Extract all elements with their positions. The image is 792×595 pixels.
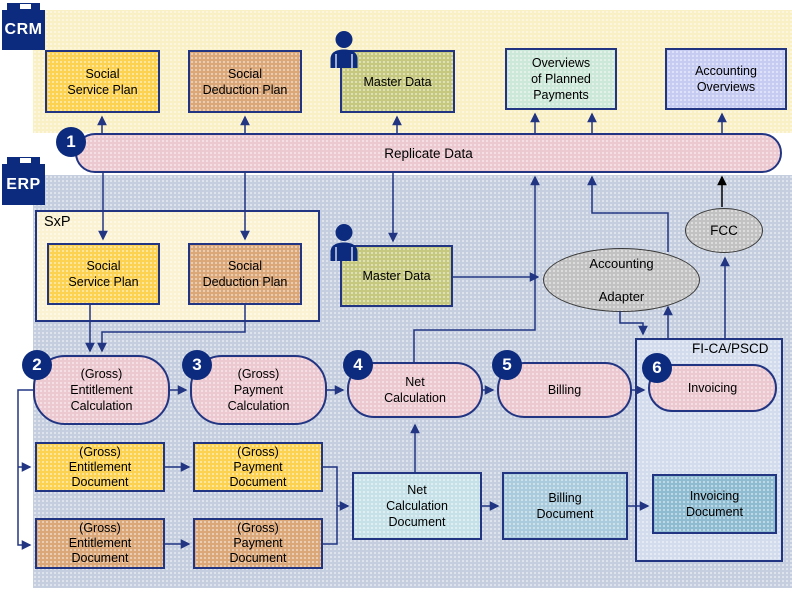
- crm-system-tag: CRM: [2, 10, 45, 50]
- crm-master-data-box: Master Data: [340, 50, 455, 113]
- step-badge-1: 1: [56, 127, 86, 157]
- erp-social-deduction-plan-label: Social Deduction Plan: [202, 259, 288, 289]
- person-icon: [330, 224, 358, 261]
- doc-gross-entitlement-2-label: (Gross) Entitlement Document: [68, 521, 132, 565]
- erp-social-service-plan-box: Social Service Plan: [47, 243, 160, 305]
- accounting-adapter-ellipse: Accounting Adapter: [543, 248, 700, 312]
- step-2-number: 2: [32, 355, 42, 374]
- crm-social-deduction-plan-label: Social Deduction Plan: [202, 66, 288, 97]
- person-icon: [330, 31, 358, 68]
- invoicing-label: Invoicing: [687, 381, 738, 395]
- doc-billing: Billing Document: [502, 472, 628, 540]
- crm-tag-label: CRM: [4, 21, 43, 38]
- crm-overviews-planned-payments-label: Overviews of Planned Payments: [531, 56, 591, 102]
- doc-gross-payment-2: (Gross) Payment Document: [193, 518, 323, 569]
- doc-net-calculation-label: Net Calculation Document: [386, 483, 448, 529]
- crm-social-deduction-plan-box: Social Deduction Plan: [188, 50, 302, 113]
- erp-system-tag: ERP: [2, 164, 45, 205]
- crm-overviews-planned-payments-box: Overviews of Planned Payments: [505, 48, 617, 110]
- erp-social-service-plan-label: Social Service Plan: [68, 259, 139, 289]
- doc-invoicing: Invoicing Document: [652, 474, 777, 534]
- accounting-adapter-line1: Accounting: [589, 256, 654, 271]
- accounting-adapter-line2: Adapter: [598, 289, 645, 304]
- entitlement-calculation-label: (Gross) Entitlement Calculation: [70, 367, 133, 413]
- payment-calculation-label: (Gross) Payment Calculation: [227, 367, 290, 413]
- crm-social-service-plan-box: Social Service Plan: [45, 50, 160, 113]
- doc-gross-payment-1-label: (Gross) Payment Document: [229, 444, 287, 489]
- step-6-number: 6: [652, 358, 662, 377]
- doc-net-calculation: Net Calculation Document: [352, 472, 482, 540]
- fica-pscd-label: FI-CA/PSCD: [692, 341, 769, 356]
- step-entitlement-calculation: (Gross) Entitlement Calculation: [33, 355, 170, 425]
- billing-label: Billing: [547, 383, 582, 397]
- replicate-data-bar: Replicate Data: [75, 133, 782, 173]
- crm-social-service-plan-label: Social Service Plan: [67, 66, 138, 97]
- step-payment-calculation: (Gross) Payment Calculation: [190, 355, 327, 425]
- doc-billing-label: Billing Document: [536, 491, 594, 521]
- step-badge-3: 3: [182, 350, 212, 380]
- fcc-label: FCC: [710, 223, 738, 238]
- net-calculation-label: Net Calculation: [384, 375, 446, 405]
- erp-master-data-label: Master Data: [362, 269, 431, 283]
- erp-social-deduction-plan-box: Social Deduction Plan: [188, 243, 302, 305]
- fcc-ellipse: FCC: [685, 208, 763, 253]
- erp-tag-label: ERP: [6, 175, 41, 193]
- doc-gross-payment-1: (Gross) Payment Document: [193, 442, 323, 492]
- step-4-number: 4: [353, 355, 363, 374]
- doc-gross-payment-2-label: (Gross) Payment Document: [229, 521, 287, 565]
- step-badge-4: 4: [343, 350, 373, 380]
- step-badge-6: 6: [642, 353, 672, 383]
- doc-gross-entitlement-1: (Gross) Entitlement Document: [35, 442, 165, 492]
- crm-master-data-label: Master Data: [363, 74, 432, 89]
- crm-tab-notch: [20, 4, 31, 9]
- doc-invoicing-label: Invoicing Document: [686, 489, 743, 519]
- replicate-data-label: Replicate Data: [384, 145, 473, 161]
- step-badge-5: 5: [492, 350, 522, 380]
- doc-gross-entitlement-1-label: (Gross) Entitlement Document: [68, 444, 132, 489]
- step-badge-2: 2: [22, 350, 52, 380]
- arrow-calc-to-entitlement-doc-2: [17, 389, 33, 550]
- sxp-label: SxP: [44, 214, 71, 230]
- step-billing: Billing: [497, 362, 632, 418]
- step-3-number: 3: [192, 355, 202, 374]
- crm-accounting-overviews-label: Accounting Overviews: [695, 64, 757, 94]
- step-1-number: 1: [66, 132, 76, 151]
- crm-accounting-overviews-box: Accounting Overviews: [665, 48, 787, 110]
- doc-gross-entitlement-2: (Gross) Entitlement Document: [35, 518, 165, 569]
- step-5-number: 5: [502, 355, 512, 374]
- erp-tab-notch: [20, 158, 31, 163]
